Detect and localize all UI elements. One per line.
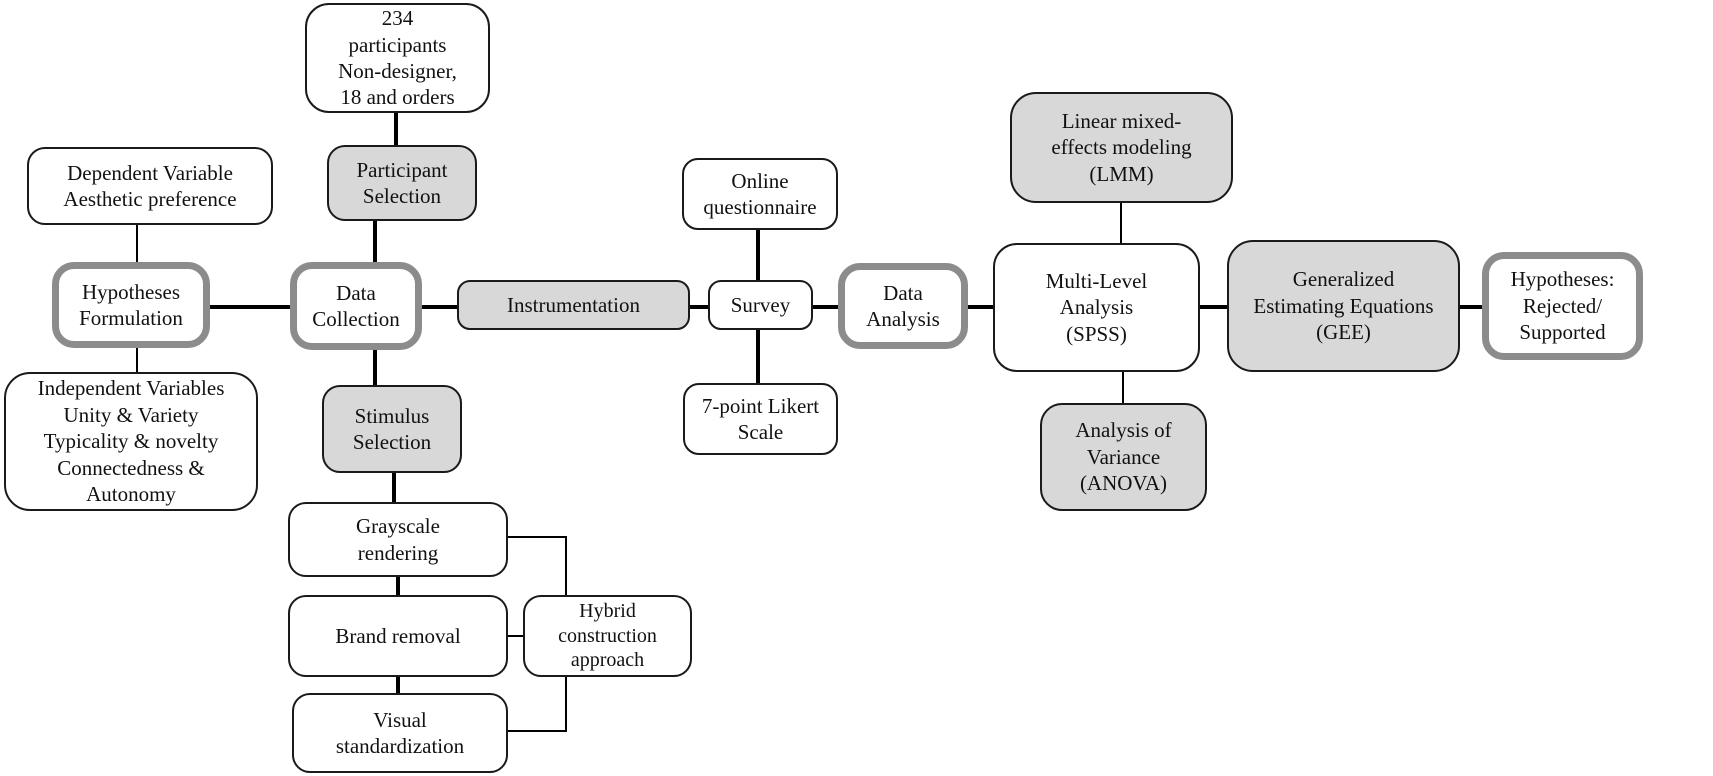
node-hypotheses-outcome-label: Hypotheses: Rejected/ Supported: [1510, 267, 1615, 345]
connector-selection-to-datacollection: [373, 220, 377, 263]
connector-datacollection-stimulus: [373, 349, 377, 386]
connector-lmm-multilevel: [1120, 202, 1122, 244]
connector-hypformulation-datacollection: [210, 305, 291, 309]
node-brand-removal: Brand removal: [288, 595, 508, 677]
node-hypotheses-outcome: Hypotheses: Rejected/ Supported: [1482, 252, 1643, 360]
node-instrumentation: Instrumentation: [457, 280, 690, 330]
node-participants: 234 participants Non-designer, 18 and or…: [305, 3, 490, 113]
node-multi-level-analysis: Multi-Level Analysis (SPSS): [993, 243, 1200, 372]
connector-hypformulation-independentvariables: [136, 347, 138, 373]
connector-gee-hypothesesoutcome: [1459, 305, 1483, 309]
connector-participants-to-selection: [394, 112, 398, 146]
node-data-collection: Data Collection: [290, 262, 422, 350]
node-dependent-variable: Dependent Variable Aesthetic preference: [27, 147, 273, 225]
node-dependent-variable-label: Dependent Variable Aesthetic preference: [63, 160, 237, 211]
node-online-questionnaire-label: Online questionnaire: [703, 168, 817, 219]
node-likert-scale-label: 7-point Likert Scale: [701, 393, 820, 444]
node-anova: Analysis of Variance (ANOVA): [1040, 403, 1207, 511]
node-data-analysis: Data Analysis: [838, 263, 968, 349]
node-independent-variables-label: Independent Variables Unity & Variety Ty…: [37, 376, 225, 507]
connector-survey-likert: [756, 329, 760, 384]
connector-datacollection-instrumentation: [421, 305, 458, 309]
node-likert-scale: 7-point Likert Scale: [683, 383, 838, 455]
node-lmm: Linear mixed- effects modeling (LMM): [1010, 92, 1233, 203]
node-anova-label: Analysis of Variance (ANOVA): [1075, 418, 1172, 496]
connector-survey-dataanalysis: [812, 305, 839, 309]
node-gee: Generalized Estimating Equations (GEE): [1227, 240, 1460, 372]
node-participants-label: 234 participants Non-designer, 18 and or…: [338, 6, 457, 110]
connector-brandremoval-visualstandardization: [396, 676, 400, 694]
node-survey: Survey: [708, 280, 813, 330]
node-data-analysis-label: Data Analysis: [866, 280, 940, 331]
node-hypotheses-formulation: Hypotheses Formulation: [52, 262, 210, 348]
node-data-collection-label: Data Collection: [312, 280, 400, 331]
connector-grayscale-hybrid-vertical: [565, 536, 567, 596]
connector-instrumentation-survey: [689, 305, 709, 309]
node-grayscale-rendering: Grayscale rendering: [288, 502, 508, 577]
node-online-questionnaire: Online questionnaire: [682, 158, 838, 230]
connector-dependentvariable-hypformulation: [136, 224, 138, 263]
node-hybrid-construction-label: Hybrid construction approach: [558, 600, 657, 672]
connector-onlinequestionnaire-survey: [756, 229, 760, 281]
node-stimulus-selection: Stimulus Selection: [322, 385, 462, 473]
node-multi-level-analysis-label: Multi-Level Analysis (SPSS): [1045, 268, 1148, 346]
node-instrumentation-label: Instrumentation: [507, 292, 640, 317]
connector-multilevel-gee: [1199, 305, 1228, 309]
node-lmm-label: Linear mixed- effects modeling (LMM): [1051, 108, 1192, 186]
node-independent-variables: Independent Variables Unity & Variety Ty…: [4, 372, 258, 511]
connector-stimulus-grayscale: [392, 472, 396, 503]
node-visual-standardization-label: Visual standardization: [335, 707, 465, 758]
connector-dataanalysis-multilevel: [967, 305, 994, 309]
node-participant-selection-label: Participant Selection: [356, 157, 448, 208]
connector-visual-hybrid-horizontal: [508, 730, 567, 732]
node-survey-label: Survey: [730, 292, 791, 317]
connector-brandremoval-hybrid: [508, 635, 524, 637]
node-gee-label: Generalized Estimating Equations (GEE): [1253, 267, 1434, 345]
node-stimulus-selection-label: Stimulus Selection: [352, 403, 432, 454]
node-hypotheses-formulation-label: Hypotheses Formulation: [79, 279, 183, 330]
connector-multilevel-anova: [1122, 371, 1124, 404]
node-brand-removal-label: Brand removal: [335, 623, 461, 648]
node-visual-standardization: Visual standardization: [292, 693, 508, 773]
node-grayscale-rendering-label: Grayscale rendering: [356, 514, 440, 565]
connector-grayscale-brandremoval: [396, 576, 400, 596]
node-hybrid-construction: Hybrid construction approach: [523, 595, 692, 677]
connector-grayscale-hybrid-horizontal: [508, 536, 567, 538]
node-participant-selection: Participant Selection: [327, 145, 477, 221]
connector-visual-hybrid-vertical: [565, 676, 567, 732]
